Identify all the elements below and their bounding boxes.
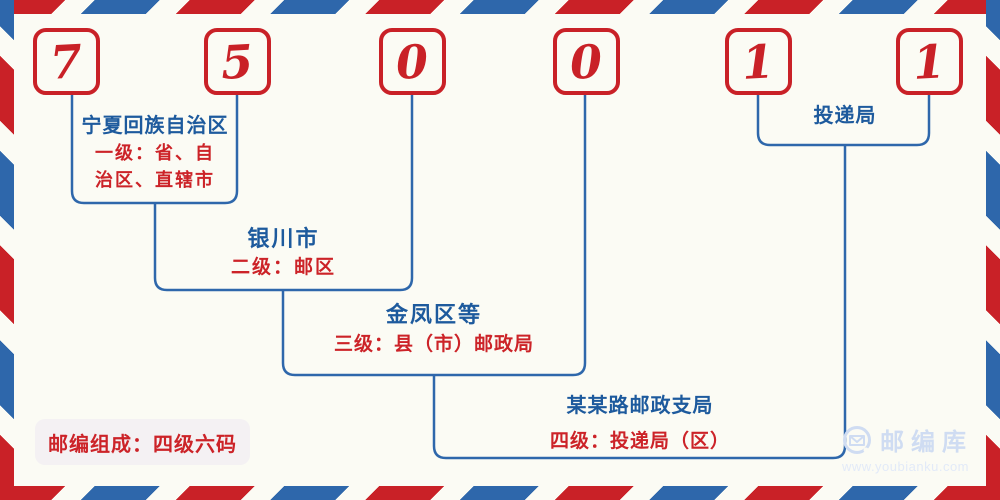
watermark-site-name: 邮编库 — [880, 429, 973, 456]
connector-delivery — [756, 95, 931, 147]
digit-3: 0 — [395, 33, 430, 90]
digit-1: 7 — [49, 33, 84, 90]
watermark-url: www.youbianku.com — [842, 459, 969, 474]
envelope-border-bottom — [0, 486, 1000, 500]
label-level4: 某某路邮政支局 四级：投递局（区） — [465, 392, 815, 456]
level1-region-name: 宁夏回族自治区 — [81, 115, 229, 137]
label-level1: 宁夏回族自治区 一级：省、自 治区、直辖市 — [73, 112, 237, 194]
level2-desc: 二级：邮区 — [230, 257, 336, 278]
level3-desc: 三级：县（市）邮政局 — [333, 334, 534, 355]
digit-6: 1 — [912, 33, 947, 90]
digit-box-2: 5 — [204, 28, 271, 95]
composition-badge-text: 邮编组成：四级六码 — [48, 433, 237, 456]
site-watermark: 邮编库 www.youbianku.com — [842, 422, 982, 474]
connector-level4 — [432, 145, 847, 460]
level4-desc: 四级：投递局（区） — [549, 431, 730, 452]
envelope-border-left — [0, 0, 14, 500]
digit-5: 1 — [741, 33, 776, 90]
level1-desc-line2: 治区、直辖市 — [95, 170, 215, 190]
label-delivery: 投递局 — [775, 103, 915, 129]
digit-box-5: 1 — [725, 28, 792, 95]
composition-badge: 邮编组成：四级六码 — [35, 419, 250, 465]
digit-box-6: 1 — [896, 28, 963, 95]
envelope-border-top — [0, 0, 1000, 14]
label-level2: 银川市 二级：邮区 — [160, 224, 407, 282]
delivery-name: 投递局 — [813, 105, 877, 127]
digit-4: 0 — [569, 33, 604, 90]
level4-region-name: 某某路邮政支局 — [566, 395, 714, 417]
digit-box-3: 0 — [379, 28, 446, 95]
digit-2: 5 — [220, 33, 255, 90]
digit-box-4: 0 — [553, 28, 620, 95]
digit-box-1: 7 — [33, 28, 100, 95]
envelope-border-right — [986, 0, 1000, 500]
level1-desc-line1: 一级：省、自 — [95, 143, 215, 163]
level3-region-name: 金凤区等 — [385, 302, 482, 327]
label-level3: 金凤区等 三级：县（市）邮政局 — [289, 300, 579, 359]
envelope-circle-icon — [843, 425, 871, 454]
level2-region-name: 银川市 — [247, 226, 320, 251]
